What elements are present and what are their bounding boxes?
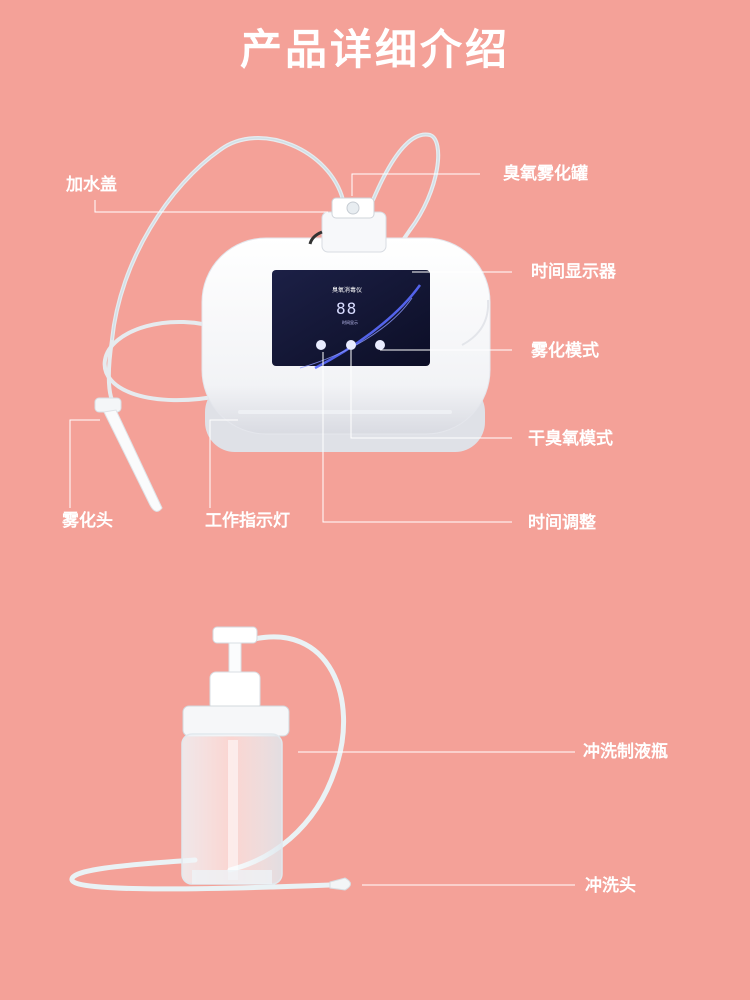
dry-ozone-button [346,340,356,350]
time-adjust-button [316,340,326,350]
device-body [201,197,491,452]
label-rinse-head: 冲洗头 [585,876,636,896]
leader-lines [69,173,575,886]
atomize-button [375,340,385,350]
tube [111,133,439,341]
label-work-indicator: 工作指示灯 [205,511,290,531]
label-dry-ozone-mode: 干臭氧模式 [528,429,613,449]
screen-digits: 88 [336,299,358,318]
label-time-display: 时间显示器 [531,262,616,282]
leader-ozone-tank [351,173,480,196]
label-time-adjust: 时间调整 [528,513,596,533]
rinse-bottle [69,626,351,892]
label-atomizer-head: 雾化头 [62,511,113,531]
leader-time-adjust [322,352,512,523]
screen-title: 臭氧消毒仪 [332,287,363,294]
page-title: 产品详细介绍 [239,25,510,74]
leader-atomizer-head [69,419,100,508]
leader-water-cap [94,200,328,213]
label-rinse-bottle: 冲洗制液瓶 [583,742,668,762]
leader-dry-ozone [350,350,512,439]
label-water-cap: 加水盖 [66,175,117,195]
atomizer-nozzle [94,397,163,512]
label-atomize-mode: 雾化模式 [531,341,599,361]
screen-caption: 时间显示 [342,320,358,325]
label-ozone-atomizer-tank: 臭氧雾化罐 [503,164,588,184]
leader-work-indicator [209,419,238,508]
